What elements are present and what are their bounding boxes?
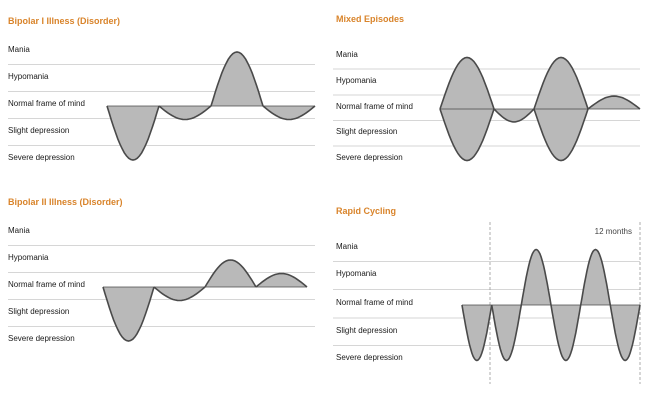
level-label: Severe depression [8, 153, 75, 162]
mood-curve [153, 286, 206, 302]
level-label: Mania [336, 50, 358, 59]
level-label: Normal frame of mind [8, 280, 85, 289]
panel-title: Mixed Episodes [336, 14, 404, 24]
mood-area [534, 57, 588, 109]
panel-title: Bipolar I Illness (Disorder) [8, 16, 120, 26]
mood-curve [439, 108, 495, 162]
mood-curve [609, 304, 641, 362]
mood-area [551, 305, 581, 361]
mood-area [205, 260, 256, 287]
mood-area [263, 106, 315, 120]
level-label: Normal frame of mind [336, 102, 413, 111]
mood-curve [106, 105, 160, 161]
mood-area [462, 305, 492, 361]
mood-area [494, 109, 534, 122]
level-label: Severe depression [336, 153, 403, 162]
mood-curve [490, 304, 523, 362]
panel-title: Bipolar II Illness (Disorder) [8, 197, 123, 207]
mood-area [521, 249, 551, 305]
mood-area [588, 96, 640, 109]
mood-curve [204, 259, 257, 288]
level-label: Slight depression [8, 126, 69, 135]
level-label: Mania [8, 45, 30, 54]
level-label: Severe depression [336, 353, 403, 362]
mood-curve [493, 108, 535, 123]
mood-curve [158, 105, 212, 121]
mood-area [580, 249, 611, 305]
mood-curve [439, 56, 495, 110]
mood-area [154, 287, 205, 301]
mood-curve [102, 286, 155, 342]
level-label: Hypomania [8, 253, 49, 262]
mood-area [610, 305, 640, 361]
mood-area [103, 287, 154, 341]
mood-curve [255, 272, 308, 288]
mood-curve [210, 51, 264, 107]
level-label: Mania [8, 226, 30, 235]
mood-curve [461, 304, 493, 362]
level-label: Hypomania [336, 76, 377, 85]
mood-area [256, 273, 307, 287]
mood-curve [533, 56, 589, 110]
level-label: Normal frame of mind [336, 298, 413, 307]
level-label: Mania [336, 242, 358, 251]
level-label: Hypomania [8, 72, 49, 81]
mood-area [440, 57, 494, 109]
mood-area [211, 52, 263, 106]
mood-area [107, 106, 159, 160]
level-label: Normal frame of mind [8, 99, 85, 108]
mood-curve [262, 105, 316, 121]
mood-area [534, 109, 588, 161]
mood-area [491, 305, 522, 361]
panel-title: Rapid Cycling [336, 206, 396, 216]
mood-curve [579, 248, 612, 306]
level-label: Slight depression [336, 326, 397, 335]
level-label: Slight depression [8, 307, 69, 316]
mood-curve [587, 95, 641, 110]
level-label: Severe depression [8, 334, 75, 343]
mood-area [440, 109, 494, 161]
level-label: Hypomania [336, 269, 377, 278]
level-label: Slight depression [336, 127, 397, 136]
mood-curve [550, 304, 582, 362]
mood-curve [520, 248, 552, 306]
period-note: 12 months [595, 227, 632, 236]
mood-curve [533, 108, 589, 162]
mood-area [159, 106, 211, 120]
